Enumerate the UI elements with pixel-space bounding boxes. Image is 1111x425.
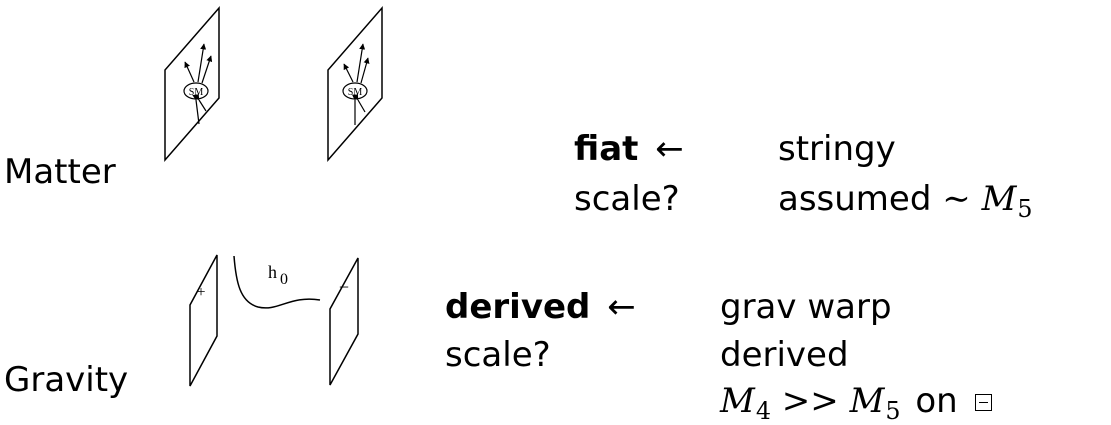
minus-sign: − (339, 277, 349, 297)
matter-left-bottom: scale? (574, 179, 680, 219)
left-brane-arrows (184, 43, 213, 125)
gravity-left-top: derived ← (445, 290, 636, 324)
left-matter-brane (164, 5, 220, 163)
plus-brane (189, 254, 218, 387)
fiat-text: fiat (574, 129, 639, 169)
derived-arrow: ← (607, 287, 636, 327)
left-sm-label: SM (189, 87, 204, 98)
gravity-right-line3: M4 >> M5 on (720, 381, 992, 425)
derived-bold-text: derived (445, 287, 591, 327)
matter-right-top: stringy (778, 129, 896, 169)
m4-symbol: M4 (720, 381, 771, 425)
minus-brane (329, 257, 359, 386)
warp-curve (233, 255, 321, 309)
assumed-text: assumed (778, 179, 932, 219)
matter-left-top: fiat ← (574, 132, 684, 166)
gravity-label: Gravity (4, 360, 129, 400)
minus-box-icon (974, 394, 992, 411)
fiat-arrow: ← (655, 129, 684, 169)
gravity-right-line1: grav warp (720, 287, 892, 327)
plus-sign: + (196, 284, 205, 301)
matter-right-bottom: assumed ∼ M5 (778, 179, 1033, 224)
gtgt-symbol: >> (781, 381, 839, 421)
on-text: on (915, 381, 958, 421)
right-sm-label: SM (348, 87, 363, 98)
sim-symbol: ∼ (942, 179, 971, 219)
m5-symbol-gravity: M5 (849, 381, 901, 425)
gravity-right-line2: derived (720, 335, 849, 375)
gravity-left-bottom: scale? (445, 335, 551, 375)
matter-label: Matter (4, 152, 116, 192)
right-matter-brane (327, 5, 383, 163)
m5-symbol: M5 (981, 179, 1033, 224)
right-brane-arrows (343, 43, 370, 125)
